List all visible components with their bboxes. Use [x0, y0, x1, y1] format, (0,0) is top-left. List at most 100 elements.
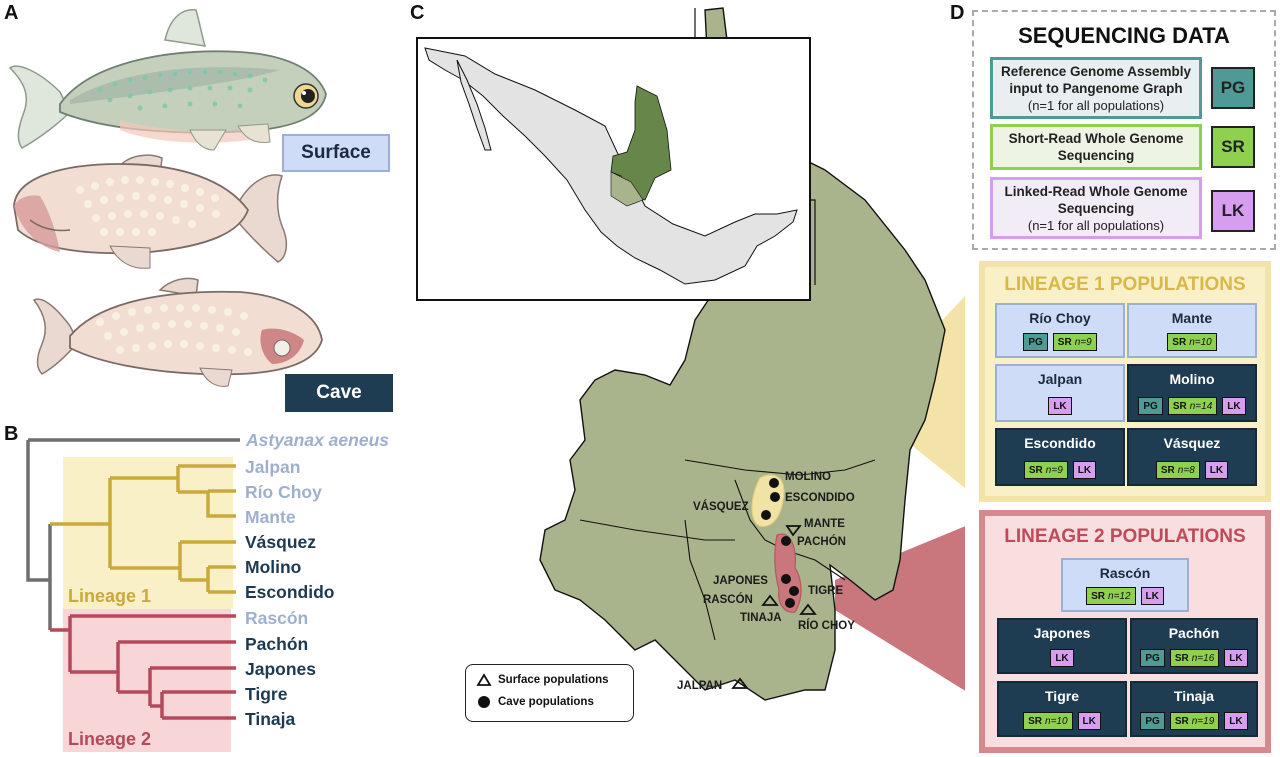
tree-outgroup-label: Astyanax aeneus [246, 430, 389, 450]
phylogenetic-tree [26, 438, 240, 720]
tag-lk: LK [1224, 649, 1248, 667]
map-label-pachon: PACHÓN [797, 536, 846, 548]
tree-taxon-rio-choy: Río Choy [245, 482, 322, 502]
population-name: Río Choy [1029, 310, 1091, 326]
lineage2-background [63, 609, 231, 752]
population-tags: LK [997, 397, 1123, 415]
tag-pg: PG [1140, 712, 1165, 730]
tag-lk: LK [1077, 712, 1101, 730]
population-name: Molino [1169, 371, 1215, 387]
population-name: Vásquez [1163, 435, 1221, 451]
tag-sr-key: SR [1211, 126, 1255, 168]
tree-taxon-molino: Molino [245, 557, 302, 577]
map-label-escondido: ESCONDIDO [785, 492, 855, 504]
tag-lk: LK [1140, 587, 1164, 605]
map-label-tigre: TIGRE [808, 585, 844, 597]
panel-letter-a: A [4, 2, 19, 24]
map-label-rascon: RASCÓN [703, 594, 753, 606]
seq-item-short-read: Short-Read Whole Genome Sequencing [990, 124, 1202, 170]
tag-pg: PG [1140, 649, 1165, 667]
seq-item-line2: Sequencing [1057, 200, 1135, 216]
seq-item-pangenome: Reference Genome Assembly input to Pange… [990, 57, 1202, 119]
triangle-icon [476, 673, 492, 686]
tag-lk: LK [1224, 712, 1248, 730]
map-label-vasquez: VÁSQUEZ [693, 501, 749, 513]
tree-taxon-rascon: Rascón [245, 608, 309, 628]
population-name: Tinaja [1173, 688, 1215, 704]
sequencing-data-box: SEQUENCING DATA Reference Genome Assembl… [972, 10, 1276, 250]
seq-item-note: (n=1 for all populations) [1027, 217, 1165, 233]
population-name: Japones [1033, 625, 1091, 641]
map-legend: Surface populations Cave populations [465, 664, 634, 722]
population-name: Mante [1171, 310, 1213, 326]
seq-item-line1: Reference Genome Assembly [1000, 63, 1192, 79]
study-area-map [416, 7, 965, 701]
population-name: Rascón [1099, 565, 1151, 581]
tag-pg: PG [1138, 397, 1163, 415]
map-label-jalpan: JALPAN [677, 680, 723, 692]
lineage2-tree-label: Lineage 2 [68, 729, 152, 749]
panel-letter-b: B [4, 423, 19, 445]
cave-fish-image-2 [32, 277, 323, 387]
surface-label: Surface [282, 134, 390, 172]
panel-letter-d: D [950, 2, 965, 24]
cave-fish-image-1 [13, 154, 288, 269]
tree-taxon-japones: Japones [245, 659, 316, 679]
seq-item-note: (n=1 for all populations) [1027, 97, 1165, 113]
legend-cave-row: Cave populations [476, 695, 594, 709]
seq-item-line1: Linked-Read Whole Genome [1004, 183, 1188, 199]
tag-lk: LK [1204, 461, 1229, 479]
sequencing-title: SEQUENCING DATA [1018, 23, 1230, 48]
seq-item-linked-read: Linked-Read Whole Genome Sequencing (n=1… [990, 177, 1202, 239]
lineage1-title: LINEAGE 1 POPULATIONS [1004, 274, 1246, 295]
population-tags: LK [999, 649, 1125, 667]
tag-lk: LK [1048, 397, 1072, 415]
population-name: Jalpan [1037, 371, 1083, 387]
map-label-rio-choy: RÍO CHOY [798, 620, 855, 632]
seq-item-line2: input to Pangenome Graph [1009, 80, 1183, 96]
seq-item-line1: Short-Read Whole Genome [1008, 131, 1184, 146]
surface-fish-image [8, 9, 327, 151]
seq-item-line2: Sequencing [1057, 148, 1135, 163]
map-label-tinaja: TINAJA [740, 612, 782, 624]
tag-pg: PG [1023, 333, 1048, 351]
population-name: Escondido [1024, 435, 1096, 451]
legend-surface-label: Surface populations [498, 674, 609, 686]
lineage1-background [63, 457, 233, 609]
lineage1-tree-label: Lineage 1 [68, 586, 152, 606]
tree-taxon-tigre: Tigre [245, 684, 288, 704]
tree-taxon-vasquez: Vásquez [245, 532, 316, 552]
lineage2-title: LINEAGE 2 POPULATIONS [1004, 526, 1246, 547]
tree-taxon-tinaja: Tinaja [245, 709, 296, 729]
legend-surface-row: Surface populations [476, 673, 609, 687]
tree-taxon-jalpan: Jalpan [245, 457, 301, 477]
fish-illustrations [8, 9, 327, 387]
tag-lk: LK [1222, 397, 1246, 415]
